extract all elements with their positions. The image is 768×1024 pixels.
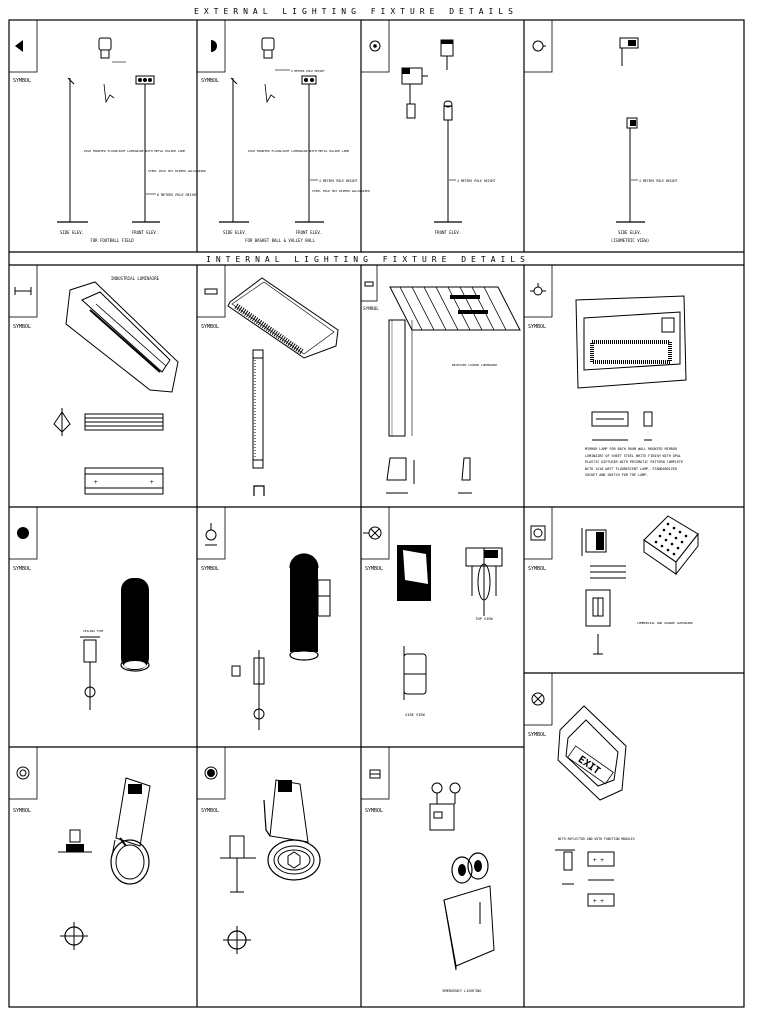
internal-panel-commercial: SYMBOL COMMERCIAL AND SQUARE LUMINAIRE xyxy=(523,506,699,655)
pole-height-note: 6 METERS POLE HEIGHT xyxy=(157,193,198,197)
panel-caption: FOR FOOTBALL FIELD xyxy=(90,238,134,243)
internal-panel-square-wall: SYMBOL TOP VIEW SIDE VIEW xyxy=(360,506,503,717)
external-panel-wall-post: 4 METERS POLE HEIGHT SIDE ELEV. (ISOMETR… xyxy=(523,19,677,243)
pole-height-note: 4 METERS POLE HEIGHT xyxy=(319,179,357,183)
internal-panel-wall-cylinder: SYMBOL xyxy=(196,506,331,730)
internal-panel-emergency: SYMBOL EMERGENCY LIGHTING xyxy=(360,746,495,993)
floodlight-symbol-icon xyxy=(211,40,217,52)
internal-section-title: INTERNAL LIGHTING FIXTURE DETAILS xyxy=(206,255,530,264)
side-view-label: SIDE VIEW xyxy=(405,713,425,717)
symbol-label: SYMBOL xyxy=(13,566,31,572)
panel-caption: FOR BASKET BALL & VALLEY BALL xyxy=(245,238,315,243)
isometric-view-label: (ISOMETRIC VIEW) xyxy=(611,238,650,243)
pole-height-top: 6 METERS POLE HEIGHT xyxy=(291,69,325,73)
pole-height-note: 4 METERS POLE HEIGHT xyxy=(457,179,495,183)
front-elev-label: FRONT ELEV. xyxy=(435,230,462,235)
symbol-label: SYMBOL xyxy=(201,808,219,814)
symbol-label: SYMBOL xyxy=(365,566,383,572)
symbol-label: SYMBOL xyxy=(365,808,383,814)
side-elev-label: SIDE ELEV. xyxy=(223,230,247,235)
external-panel-basketball: SYMBOL 6 METERS POLE HEIGHT POLE MOUNTED… xyxy=(196,19,370,243)
svg-text:+ +: + + xyxy=(593,898,604,905)
internal-panel-spot: SYMBOL xyxy=(8,746,151,950)
front-elev-label: FRONT ELEV. xyxy=(296,230,323,235)
top-view-label: TOP VIEW xyxy=(475,617,493,621)
mirror-lamp-note: MIRROR LAMP FOR BATH ROOM WALL MOUNTED M… xyxy=(585,447,683,477)
internal-panel-exit-sign: SYMBOL EXIT WITH REFLECTOR AND WITH FUNC… xyxy=(523,672,635,907)
internal-panel-louver: SYMBOL xyxy=(196,264,339,496)
symbol-label: SYMBOL xyxy=(363,306,379,312)
note-steel-pole: STEEL POLE HOT DIPPED GALVANIZED xyxy=(148,169,206,173)
external-section-title: EXTERNAL LIGHTING FIXTURE DETAILS xyxy=(194,7,518,16)
symbol-label: SYMBOL xyxy=(528,566,546,572)
exit-note: WITH REFLECTOR AND WITH FUNCTION MODULES xyxy=(558,837,635,841)
note-floodlight: POLE MOUNTED FLOODLIGHT LUMINAIRE WITH M… xyxy=(84,149,185,153)
downlight-note: CEILING TYPE xyxy=(83,629,104,633)
external-panel-football: SYMBOL POLE MOUNTED FLOODLIGHT LUMINAIRE… xyxy=(8,19,206,243)
svg-text:+: + xyxy=(94,479,98,486)
industrial-caption: INDUSTRIAL LUMINAIRE xyxy=(111,276,160,281)
internal-panel-ceiling-grid: SYMBOL RECESSED LOUVER LUMINAIRE xyxy=(360,264,521,494)
commercial-caption: COMMERCIAL AND SQUARE LUMINAIRE xyxy=(637,621,693,625)
svg-text:+ +: + + xyxy=(593,857,604,864)
grid-lines xyxy=(8,19,745,1008)
recessed-caption: RECESSED LOUVER LUMINAIRE xyxy=(452,363,497,367)
floodlight-symbol-icon xyxy=(15,40,23,52)
note-floodlight: POLE MOUNTED FLOODLIGHT LUMINAIRE WITH M… xyxy=(248,149,349,153)
side-elev-label: SIDE ELEV. xyxy=(618,230,642,235)
external-panel-post-top: 4 METERS POLE HEIGHT FRONT ELEV. xyxy=(360,19,495,235)
front-elev-label: FRONT ELEV. xyxy=(132,230,159,235)
symbol-label: SYMBOL xyxy=(528,732,546,738)
symbol-label: SYMBOL xyxy=(201,324,219,330)
svg-text:+: + xyxy=(150,479,154,486)
symbol-label: SYMBOL xyxy=(201,78,219,84)
internal-panel-industrial: SYMBOL INDUSTRIAL LUMINAIRE + + xyxy=(8,264,179,495)
note-steel-pole: STEEL POLE HOT DIPPED GALVANIZED xyxy=(312,189,370,193)
symbol-label: SYMBOL xyxy=(528,324,546,330)
symbol-label: SYMBOL xyxy=(13,78,31,84)
internal-panel-mirror-lamp: SYMBOL MIRROR LAMP FOR BATH ROOM WALL MO… xyxy=(523,264,687,477)
internal-panel-cylinder: SYMBOL CEILING TYPE xyxy=(8,506,150,710)
pole-height-note: 4 METERS POLE HEIGHT xyxy=(639,179,677,183)
symbol-label: SYMBOL xyxy=(13,808,31,814)
symbol-label: SYMBOL xyxy=(13,324,31,330)
side-elev-label: SIDE ELEV. xyxy=(60,230,84,235)
exit-sign-text: EXIT xyxy=(576,754,602,777)
emergency-caption: EMERGENCY LIGHTING xyxy=(443,989,482,993)
internal-panel-downlight: SYMBOL xyxy=(196,746,321,954)
symbol-label: SYMBOL xyxy=(201,566,219,572)
